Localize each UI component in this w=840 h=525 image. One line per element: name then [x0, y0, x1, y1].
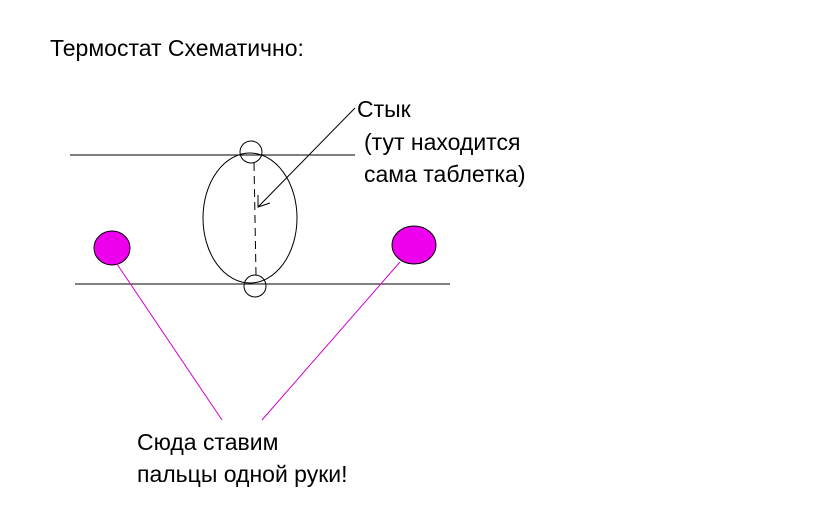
- fingers-instruction-line-1: Сюда ставим: [137, 429, 279, 455]
- joint-arrowhead: [257, 195, 271, 208]
- bottom-joint-circle: [243, 274, 267, 298]
- joint-dashed-line: [253, 162, 257, 276]
- joint-note-line-2: сама таблетка): [364, 161, 526, 187]
- joint-label: Стык: [357, 96, 411, 122]
- left-finger-spot: [93, 230, 131, 266]
- left-finger-pointer: [116, 263, 223, 421]
- fingers-instruction-line-2: пальцы одной руки!: [137, 461, 348, 487]
- right-finger-spot: [391, 225, 437, 265]
- diagram-title: Термостат Схематично:: [50, 35, 304, 61]
- joint-pointer-line: [257, 107, 356, 208]
- thermostat-body-ellipse: [202, 152, 298, 284]
- joint-note-line-1: (тут находится: [364, 129, 521, 155]
- right-finger-pointer: [261, 261, 401, 421]
- top-joint-circle: [239, 140, 263, 164]
